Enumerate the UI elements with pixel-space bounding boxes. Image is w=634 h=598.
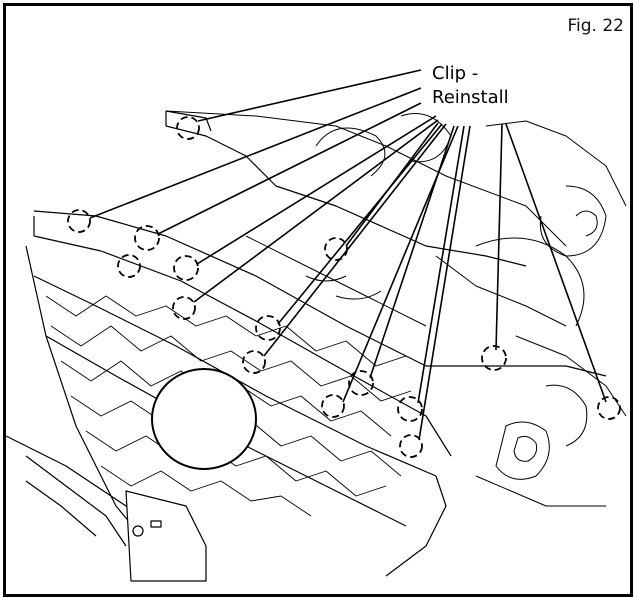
grille-emblem (151, 368, 257, 470)
clip-marker (399, 434, 423, 458)
clip-marker (321, 394, 345, 418)
lower-fascia (25, 455, 127, 547)
clip-marker (324, 237, 348, 261)
leader-line (505, 123, 607, 403)
leader-line (196, 115, 437, 265)
clip-marker (597, 396, 621, 420)
clip-marker (348, 370, 374, 396)
clip-markers (67, 116, 621, 458)
clip-marker (397, 396, 423, 422)
leader-line (342, 125, 459, 403)
clip-callout: Clip - Reinstall (428, 62, 513, 110)
leader-lines (89, 69, 607, 441)
plate-bracket (125, 490, 207, 582)
figure-frame: Fig. 22 Clip - Reinstall (3, 3, 633, 597)
clip-marker (134, 225, 160, 251)
callout-line-2: Reinstall (432, 87, 509, 108)
clip-marker (173, 255, 199, 281)
clip-marker (481, 345, 507, 371)
leader-line (418, 125, 471, 441)
leader-line (277, 123, 443, 325)
leader-line (263, 123, 447, 357)
clip-marker (67, 209, 91, 233)
engine-bay (165, 110, 627, 507)
clip-marker (255, 315, 281, 341)
leader-line (417, 125, 465, 404)
leader-line (157, 102, 422, 235)
clip-marker (176, 116, 200, 140)
clip-marker (117, 254, 141, 278)
clip-marker (172, 296, 196, 320)
leader-line (89, 87, 422, 219)
leader-line (197, 69, 422, 122)
leader-line (495, 123, 503, 351)
callout-line-1: Clip - (432, 63, 479, 84)
clip-marker (242, 350, 266, 374)
leader-line (193, 119, 439, 303)
front-end-illustration (6, 69, 627, 582)
figure-number: Fig. 22 (567, 16, 625, 36)
